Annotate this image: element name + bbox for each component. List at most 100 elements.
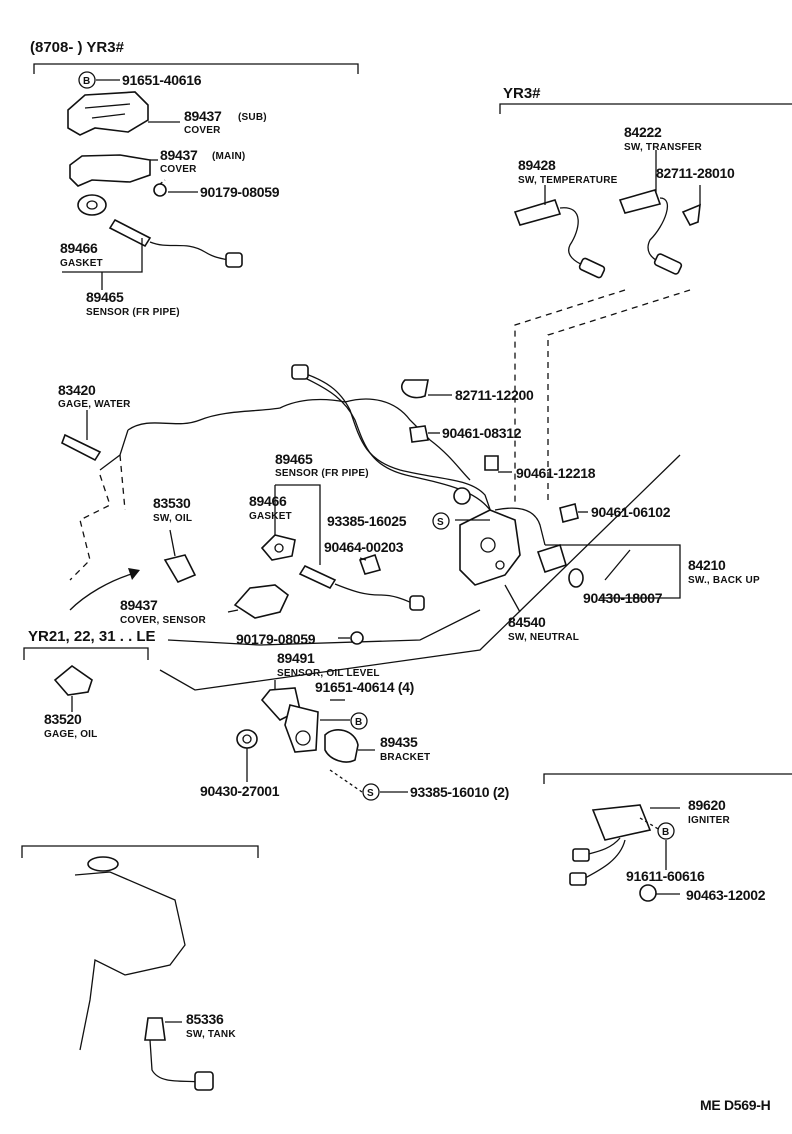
clip-00203-drawing (358, 553, 382, 575)
gasket-mid-drawing (260, 534, 296, 561)
part-name-89620: IGNITER (688, 815, 731, 826)
part-number-89435: 89435 (380, 734, 418, 750)
part-number-89620: 89620 (688, 797, 726, 813)
svg-text:S: S (437, 517, 444, 528)
part-number-90463-12002: 90463-12002 (686, 887, 766, 903)
part-number-84540: 84540 (508, 614, 546, 630)
part-number-90430-27001: 90430-27001 (200, 783, 280, 799)
tank-outline (74, 871, 186, 1051)
part-name-89435: BRACKET (380, 752, 430, 763)
clamp-06102-drawing (559, 503, 579, 523)
water-gage-drawing (61, 433, 102, 462)
part-number-89465-mid: 89465 (275, 451, 313, 467)
part-illustrations (53, 91, 701, 1091)
clamp-12200-drawing (401, 379, 429, 399)
tank-switch-drawing (144, 1017, 166, 1041)
engine-outline (69, 398, 681, 691)
harness-connector (291, 364, 309, 380)
sensor-mid-drawing (298, 564, 337, 590)
part-name-83520: GAGE, OIL (44, 729, 97, 740)
direction-arrow (69, 572, 136, 611)
part-number-91651-40616: 91651-40616 (122, 72, 202, 88)
part-name-89466-mid: GASKET (249, 511, 292, 522)
part-number-90464-00203: 90464-00203 (324, 539, 404, 555)
part-number-85336: 85336 (186, 1011, 224, 1027)
part-name-84210: SW., BACK UP (688, 575, 760, 586)
part-number-90430-18007: 90430-18007 (583, 590, 663, 606)
arrow-head (128, 568, 140, 580)
igniter-drawing (591, 804, 652, 841)
part-number-89428: 89428 (518, 157, 556, 173)
svg-text:B: B (83, 76, 90, 87)
transfer-switch-drawing (618, 189, 662, 214)
part-number-90461-08312: 90461-08312 (442, 425, 522, 441)
grommet-12002-drawing (639, 884, 657, 902)
part-name-89437-mid: COVER, SENSOR (120, 615, 207, 626)
part-number-93385-16010: 93385-16010 (2) (410, 784, 509, 800)
part-name-89437-main: COVER (160, 164, 197, 175)
marker-b-40614: B (350, 712, 368, 730)
bracket-drawing (324, 729, 359, 763)
gasket-27001-drawing (236, 729, 258, 749)
clamp-08312-drawing (409, 425, 429, 443)
part-name-89428: SW, TEMPERATURE (518, 175, 618, 186)
part-number-82711-28010: 82711-28010 (656, 165, 735, 181)
part-name-83420: GAGE, WATER (58, 399, 131, 410)
part-number-89466-mid: 89466 (249, 493, 287, 509)
part-number-91651-40614: 91651-40614 (4) (315, 679, 414, 695)
part-suffix-89437-main: (MAIN) (212, 151, 245, 162)
gasket-top-drawing (77, 194, 107, 216)
part-number-90179-08059-top: 90179-08059 (200, 184, 280, 200)
nut-mid-drawing (350, 631, 364, 645)
gasket-18007-drawing (568, 568, 584, 588)
svg-text:B: B (355, 717, 362, 728)
neutral-switch-drawing (459, 509, 521, 586)
marker-b-top: B (78, 71, 96, 89)
marker-b-igniter: B (657, 822, 675, 840)
part-number-89437-main: 89437 (160, 147, 198, 163)
oil-switch-drawing (163, 554, 197, 584)
cover-sensor-mid-drawing (233, 584, 289, 619)
part-number-89491: 89491 (277, 650, 315, 666)
part-suffix-89437-sub: (SUB) (238, 112, 267, 123)
part-number-93385-16025: 93385-16025 (327, 513, 407, 529)
svg-text:S: S (367, 788, 374, 799)
temperature-switch-drawing (513, 199, 562, 226)
leader-lines (62, 79, 701, 1023)
part-name-89437-sub: COVER (184, 125, 221, 136)
section-label-8708-yr3: (8708- ) YR3# (30, 39, 125, 56)
clamp-12218-drawing (484, 455, 499, 471)
cover-main-drawing (69, 154, 151, 187)
nut-top-drawing (153, 183, 167, 197)
part-number-89437-mid: 89437 (120, 597, 158, 613)
part-number-90461-12218: 90461-12218 (516, 465, 596, 481)
part-number-89466-top: 89466 (60, 240, 98, 256)
cover-sub-drawing (67, 91, 149, 136)
sensor-top-drawing (108, 218, 152, 248)
part-number-83520: 83520 (44, 711, 82, 727)
oil-gage-drawing (53, 664, 93, 696)
marker-s-16025: S (432, 512, 450, 530)
marker-s-16010: S (362, 783, 380, 801)
section-brackets (21, 63, 792, 858)
part-number-83530: 83530 (153, 495, 191, 511)
part-name-84222: SW, TRANSFER (624, 142, 703, 153)
part-number-89465-top: 89465 (86, 289, 124, 305)
part-name-84540: SW, NEUTRAL (508, 632, 579, 643)
part-number-83420: 83420 (58, 382, 96, 398)
part-number-91611-60616: 91611-60616 (626, 868, 705, 884)
part-number-84210: 84210 (688, 557, 726, 573)
part-number-84222: 84222 (624, 124, 662, 140)
part-number-89437-sub: 89437 (184, 108, 222, 124)
part-name-89466-top: GASKET (60, 258, 103, 269)
diagram-code: ME D569-H (700, 1097, 771, 1113)
section-label-yr21-le: YR21, 22, 31 . . LE (28, 628, 156, 645)
part-name-89491: SENSOR, OIL LEVEL (277, 668, 380, 679)
harness-route-dashed (514, 289, 691, 505)
part-number-82711-12200: 82711-12200 (455, 387, 534, 403)
part-name-85336: SW, TANK (186, 1029, 236, 1040)
part-name-89465-mid: SENSOR (FR PIPE) (275, 468, 369, 479)
part-number-90179-08059-mid: 90179-08059 (236, 631, 316, 647)
section-label-yr3: YR3# (503, 85, 541, 102)
